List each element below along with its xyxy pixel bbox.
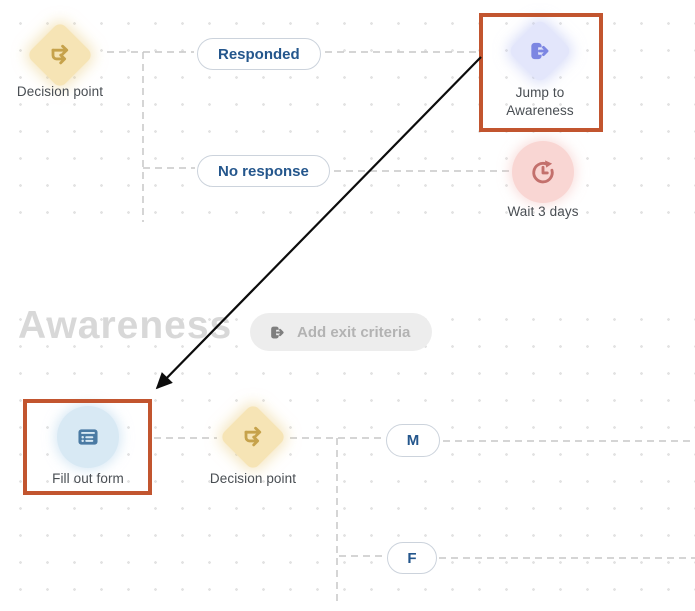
node-label: Jump to Awareness — [506, 85, 574, 118]
branch-pill-female[interactable]: F — [387, 542, 437, 574]
branch-pill-responded[interactable]: Responded — [197, 38, 321, 70]
node-label: Fill out form — [52, 471, 124, 486]
highlight-box-fill-form-node — [23, 399, 152, 495]
add-exit-criteria-label: Add exit criteria — [297, 323, 411, 341]
branch-pill-label: Responded — [218, 45, 300, 63]
exit-arrow-icon — [271, 326, 284, 338]
node-label: Wait 3 days — [507, 204, 579, 219]
branch-pill-label: M — [406, 432, 420, 449]
clock-history-icon — [532, 160, 554, 184]
branch-pill-male[interactable]: M — [386, 424, 440, 457]
exit-arrow-icon — [531, 42, 549, 60]
branch-arrows-icon — [244, 426, 262, 447]
add-exit-criteria-button[interactable]: Add exit criteria — [250, 313, 433, 351]
node-label: Decision point — [209, 471, 297, 486]
branch-arrows-icon — [51, 44, 69, 65]
branch-pill-no-response[interactable]: No response — [197, 155, 330, 187]
branch-pill-label: No response — [218, 162, 309, 180]
highlight-box-jump-node — [479, 13, 603, 132]
branch-pill-label: F — [407, 549, 417, 567]
form-list-icon — [78, 429, 98, 445]
node-label: Decision point — [16, 84, 104, 99]
stage-title-awareness: Awareness — [18, 304, 233, 347]
